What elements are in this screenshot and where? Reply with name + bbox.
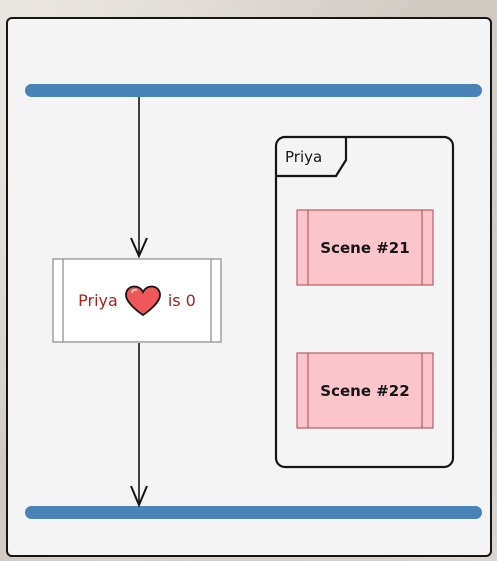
state-name: Priya <box>78 291 118 310</box>
state-value: is 0 <box>167 291 196 310</box>
fork-bar-top <box>25 84 482 97</box>
group-label: Priya <box>285 148 323 166</box>
group-frame <box>274 135 455 469</box>
heart-icon <box>124 285 161 316</box>
join-bar-bottom <box>25 506 482 519</box>
arrow-to-join <box>130 343 148 508</box>
scene-box-22 <box>296 352 434 429</box>
scene-box-21 <box>296 209 434 286</box>
scene-label-22: Scene #22 <box>320 381 410 400</box>
state-node-label: Priya is 0 <box>53 259 221 342</box>
scene-label-21: Scene #21 <box>320 238 410 257</box>
arrow-to-state <box>130 97 148 259</box>
